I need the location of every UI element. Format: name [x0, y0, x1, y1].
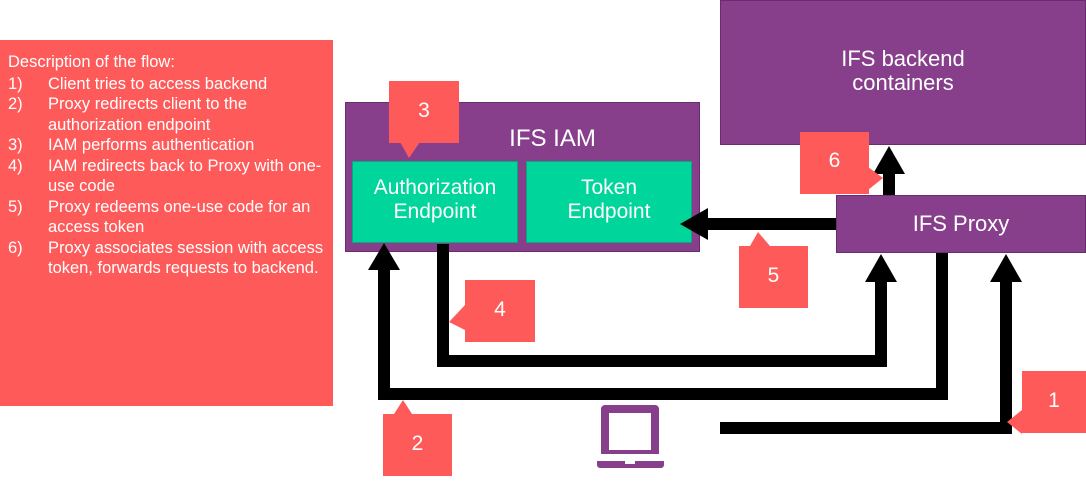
arrow-step-5	[680, 208, 836, 240]
callout-3-label: 3	[418, 99, 430, 122]
callout-5-pointer	[750, 232, 770, 246]
callout-1: 1	[1022, 371, 1086, 433]
flow-steps-list: 1) Client tries to access backend 2) Proxy…	[8, 74, 327, 279]
step-number: 3)	[8, 136, 23, 154]
step-text: Proxy associates session with access tok…	[48, 238, 324, 278]
flow-step: 6) Proxy associates session with access t…	[8, 238, 327, 279]
callout-6-pointer	[868, 167, 883, 190]
ifs-iam-label: IFS IAM	[509, 125, 596, 152]
ifs-proxy-label: IFS Proxy	[912, 211, 1010, 236]
step-number: 5)	[8, 197, 23, 216]
callout-6-label: 6	[828, 149, 841, 172]
authorization-endpoint-label-line2: Endpoint	[393, 200, 477, 223]
callout-1-label: 1	[1048, 389, 1060, 412]
callout-5-label: 5	[767, 264, 780, 287]
authorization-endpoint-box: Authorization Endpoint	[352, 161, 518, 243]
arrow-step-2	[368, 243, 948, 400]
flow-step: 2) Proxy redirects client to the authoriz…	[8, 94, 327, 135]
arrow-step-1	[720, 254, 1022, 434]
callout-4: 4	[465, 280, 535, 342]
ifs-backend-containers-box: IFS backend containers	[720, 0, 1086, 145]
step-number: 4)	[8, 156, 23, 175]
step-text: Proxy redirects client to the authorizat…	[48, 95, 247, 134]
step-number: 6)	[8, 238, 23, 257]
callout-3-pointer	[400, 142, 420, 158]
flow-step: 3) IAM performs authentication	[8, 135, 327, 156]
callout-3: 3	[389, 81, 459, 143]
ifs-proxy-box: IFS Proxy	[836, 195, 1086, 253]
laptop-client-icon	[597, 405, 664, 468]
callout-2-pointer	[394, 400, 412, 414]
callout-2: 2	[383, 414, 452, 476]
callout-5: 5	[739, 246, 808, 308]
step-text: IAM performs authentication	[48, 136, 255, 154]
step-number: 1)	[8, 74, 23, 93]
flow-description-panel: Description of the flow: 1) Client tries …	[0, 40, 333, 406]
callout-pointers	[394, 142, 1022, 434]
token-endpoint-label-line1: Token	[580, 176, 638, 199]
backend-label-line1: IFS backend	[841, 46, 965, 71]
authorization-endpoint-label-line1: Authorization	[373, 176, 497, 199]
step-text: Client tries to access backend	[48, 74, 268, 93]
token-endpoint-label-line2: Endpoint	[567, 200, 651, 223]
callout-1-pointer	[1007, 410, 1022, 434]
token-endpoint-box: Token Endpoint	[526, 161, 692, 243]
flow-step: 5) Proxy redeems one-use code for an acce…	[8, 197, 327, 238]
backend-label-line2: containers	[852, 70, 954, 95]
arrow-step-4	[437, 244, 897, 367]
step-text: Proxy redeems one-use code for an access…	[48, 197, 311, 237]
callout-6: 6	[800, 132, 869, 194]
arrow-step-6	[873, 146, 905, 195]
step-text: IAM redirects back to Proxy with one-use…	[48, 156, 322, 196]
callout-2-label: 2	[411, 432, 424, 455]
callout-4-label: 4	[494, 298, 506, 321]
flow-step: 4) IAM redirects back to Proxy with one-u…	[8, 156, 327, 197]
callout-4-pointer	[449, 305, 465, 330]
step-number: 2)	[8, 95, 23, 113]
flow-description-title: Description of the flow:	[8, 53, 175, 71]
flow-step: 1) Client tries to access backend	[8, 74, 327, 95]
